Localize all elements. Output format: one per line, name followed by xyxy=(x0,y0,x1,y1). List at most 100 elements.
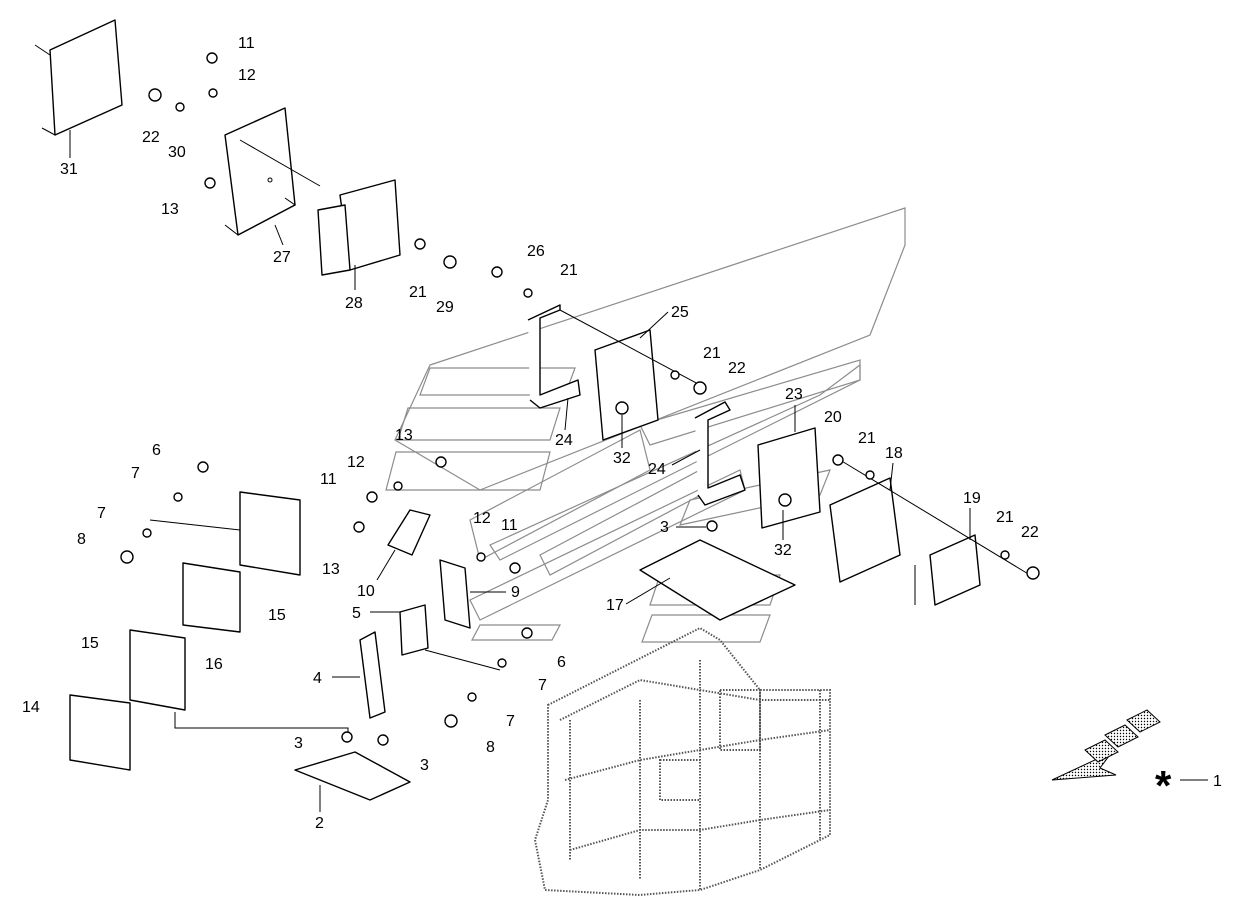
callout-5: 5 xyxy=(352,605,361,622)
part-24a-bracket xyxy=(527,304,581,409)
arrow-trail-1 xyxy=(1084,739,1119,763)
assembly-line-15 xyxy=(149,519,241,531)
frame-upper-rail xyxy=(559,678,830,721)
callout-13c: 13 xyxy=(322,561,340,578)
callout-7c: 7 xyxy=(538,677,547,694)
callout-24a: 24 xyxy=(555,432,573,449)
callout-9: 9 xyxy=(511,584,520,601)
ghost-panel-9 xyxy=(641,614,771,643)
leader-18 xyxy=(889,462,894,491)
callout-7b: 7 xyxy=(97,505,106,522)
frame-mid-rail xyxy=(564,729,831,781)
nut-13c xyxy=(353,521,365,533)
leader-24a xyxy=(564,397,569,431)
washer-7c xyxy=(497,658,507,668)
part-27-hole xyxy=(267,177,273,183)
part-15a-bracket xyxy=(129,629,186,711)
washer-7a xyxy=(173,492,183,502)
ghost-outline-group xyxy=(385,207,906,643)
callout-22b: 22 xyxy=(728,360,746,377)
nut-22b xyxy=(693,381,707,395)
callout-13b: 13 xyxy=(395,427,413,444)
callout-31: 31 xyxy=(60,161,78,178)
bolt-11b xyxy=(366,491,378,503)
washer-21d xyxy=(865,470,875,480)
part-4-bracket xyxy=(359,631,386,719)
part-10-bracket xyxy=(387,509,431,556)
asterisk-symbol: * xyxy=(1155,762,1172,809)
callout-19: 19 xyxy=(963,490,981,507)
chassis-frame xyxy=(533,626,831,897)
leader-lines xyxy=(69,130,1208,812)
bolt-20 xyxy=(832,454,844,466)
washer-21e xyxy=(1000,550,1010,560)
part-24b-bracket xyxy=(694,401,746,506)
callout-7d: 7 xyxy=(506,713,515,730)
leader-17 xyxy=(625,577,671,605)
nut-22c xyxy=(1026,566,1040,580)
nut-13a xyxy=(204,177,216,189)
ghost-panel-2 xyxy=(397,407,561,441)
part-16-box xyxy=(182,562,241,633)
callout-22a: 22 xyxy=(142,129,160,146)
part-27-bracket xyxy=(224,107,296,236)
part-19-box xyxy=(929,534,981,606)
callout-11c: 11 xyxy=(501,517,518,534)
bolt-29 xyxy=(443,255,457,269)
nut-3a xyxy=(341,731,353,743)
callout-24b: 24 xyxy=(648,461,666,478)
callout-11a: 11 xyxy=(238,35,255,52)
washer-12b xyxy=(393,481,403,491)
frame-box-1 xyxy=(719,689,761,751)
washer-7d xyxy=(467,692,477,702)
callout-16: 16 xyxy=(205,656,223,673)
bolt-6a xyxy=(197,461,209,473)
part-15b-bracket xyxy=(239,491,301,576)
leader-24b xyxy=(671,449,701,466)
washer-21a xyxy=(414,238,426,250)
leader-27 xyxy=(274,224,284,246)
callout-15b: 15 xyxy=(268,607,286,624)
nut-3b xyxy=(377,734,389,746)
callout-11b: 11 xyxy=(320,471,337,488)
callout-15a: 15 xyxy=(81,635,99,652)
assembly-line-28 xyxy=(239,139,321,187)
callout-30: 30 xyxy=(168,144,186,161)
ghost-panel-6 xyxy=(639,359,861,446)
callout-21a: 21 xyxy=(409,284,427,301)
part-17-plate xyxy=(639,539,796,621)
part-14-box xyxy=(69,694,131,771)
direction-arrow-group: * xyxy=(1051,709,1172,809)
parts-group xyxy=(34,19,1031,801)
part-31-tab-bottom xyxy=(41,127,56,136)
bolt-11c xyxy=(509,562,521,574)
frame-lower-rail xyxy=(569,809,831,851)
washer-7b xyxy=(142,528,152,538)
part-18-bracket xyxy=(829,477,901,583)
bolt-11a xyxy=(206,52,218,64)
ghost-panel-3 xyxy=(385,451,551,491)
callout-8a: 8 xyxy=(77,531,86,548)
callout-32b: 32 xyxy=(774,542,792,559)
callout-8b: 8 xyxy=(486,739,495,756)
spacer-32b xyxy=(778,493,792,507)
leader-10 xyxy=(376,549,396,581)
nut-3c xyxy=(706,520,718,532)
callout-4: 4 xyxy=(313,670,322,687)
callout-27: 27 xyxy=(273,249,291,266)
callout-21c: 21 xyxy=(703,345,721,362)
assembly-line-5 xyxy=(424,649,501,671)
part-5-switch xyxy=(399,604,429,656)
part-27-flange xyxy=(224,197,296,236)
washer-12a xyxy=(208,88,218,98)
callout-12c: 12 xyxy=(473,510,491,527)
frame-outline xyxy=(533,626,831,897)
washer-30 xyxy=(175,102,185,112)
nut-8a xyxy=(120,550,134,564)
ghost-panel-4 xyxy=(469,429,651,561)
part-2-plate xyxy=(294,751,411,801)
callout-21e: 21 xyxy=(996,509,1014,526)
fasteners xyxy=(120,52,1040,746)
nut-22a xyxy=(148,88,162,102)
